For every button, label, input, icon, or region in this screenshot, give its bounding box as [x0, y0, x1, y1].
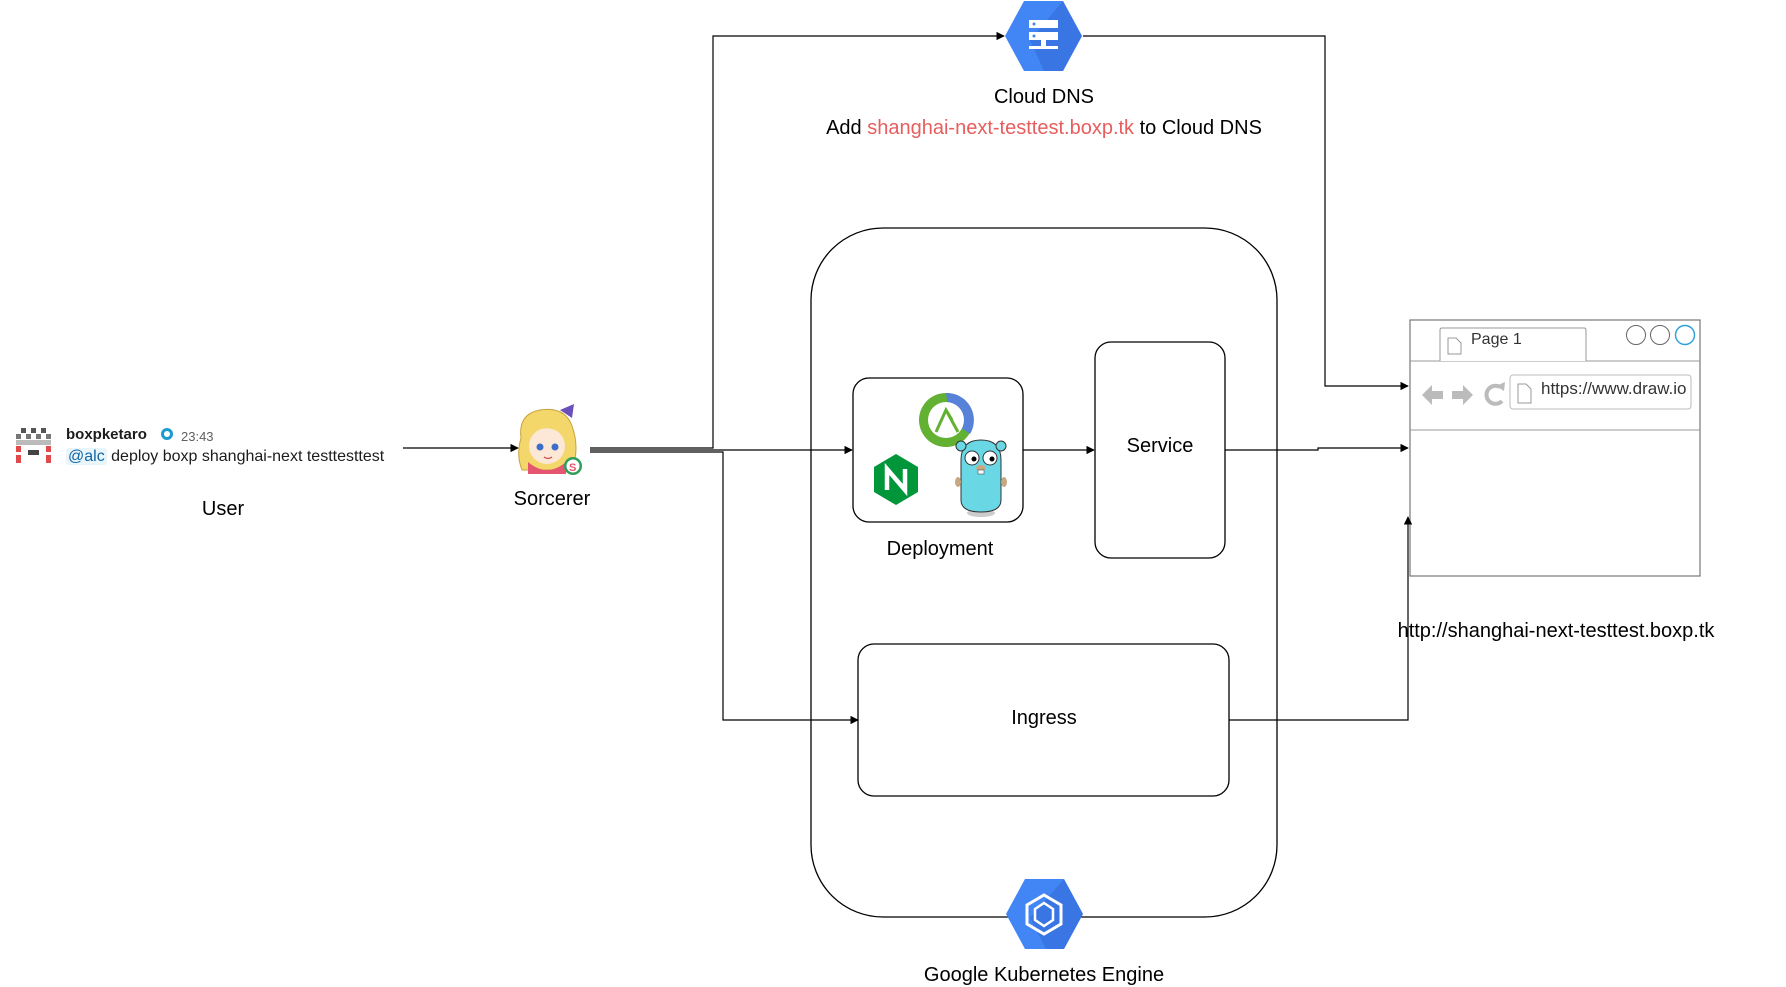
cloud-dns-note: Add shanghai-next-testtest.boxp.tk to Cl…: [826, 117, 1262, 140]
arrow-dns-to-browser: [1083, 35, 1409, 391]
browser-mockup: [1409, 319, 1701, 577]
cloud-dns-icon: [1005, 1, 1082, 71]
window-minimize-icon: [1626, 325, 1646, 345]
arrow-sorcerer-to-dns: [590, 31, 1005, 449]
nginx-logo-icon: [874, 454, 918, 505]
slack-message-text: deploy boxp shanghai-next testtesttest: [106, 448, 385, 465]
refresh-icon: [1484, 383, 1504, 406]
window-close-icon: [1674, 324, 1696, 346]
gke-label: Google Kubernetes Engine: [923, 964, 1165, 986]
arrow-sorcerer-to-ingress: [590, 451, 859, 725]
back-arrow-icon: [1422, 385, 1443, 405]
slack-message: @alc deploy boxp shanghai-next testtestt…: [66, 448, 384, 466]
sorcerer-label: Sorcerer: [513, 488, 591, 510]
service-label: Service: [1126, 435, 1194, 457]
cloud-dns-note-domain: shanghai-next-testtest.boxp.tk: [867, 117, 1135, 139]
gke-cluster-box: [810, 227, 1278, 918]
deployment-label: Deployment: [886, 538, 994, 560]
window-maximize-icon: [1650, 325, 1670, 345]
slack-avatar-icon: [16, 428, 51, 463]
browser-url: https://www.draw.io: [1541, 379, 1687, 398]
sorcerer-avatar-icon: S: [518, 404, 582, 475]
svg-text:S: S: [569, 462, 576, 474]
arrow-service-to-browser: [1225, 443, 1409, 453]
kubernetes-engine-icon: [1006, 879, 1083, 949]
slack-mention: @alc: [66, 448, 107, 465]
user-label: User: [201, 498, 245, 520]
cloud-dns-label: Cloud DNS: [993, 86, 1095, 108]
slack-username: boxpketaro: [66, 426, 147, 443]
browser-caption: http://shanghai-next-testtest.boxp.tk: [1397, 620, 1715, 642]
ingress-label: Ingress: [1011, 707, 1077, 729]
clojure-logo-icon: [919, 392, 974, 447]
browser-tab-label: Page 1: [1471, 331, 1522, 348]
arrow-ingress-to-browser: [1229, 516, 1413, 721]
address-bar: [1509, 374, 1692, 410]
go-gopher-icon: [955, 439, 1007, 517]
slack-timestamp: 23:43: [181, 429, 214, 444]
forward-arrow-icon: [1452, 385, 1473, 405]
cloud-dns-note-prefix: Add: [826, 117, 868, 139]
verified-badge-icon: [161, 428, 173, 440]
cloud-dns-note-suffix: to Cloud DNS: [1134, 117, 1262, 139]
